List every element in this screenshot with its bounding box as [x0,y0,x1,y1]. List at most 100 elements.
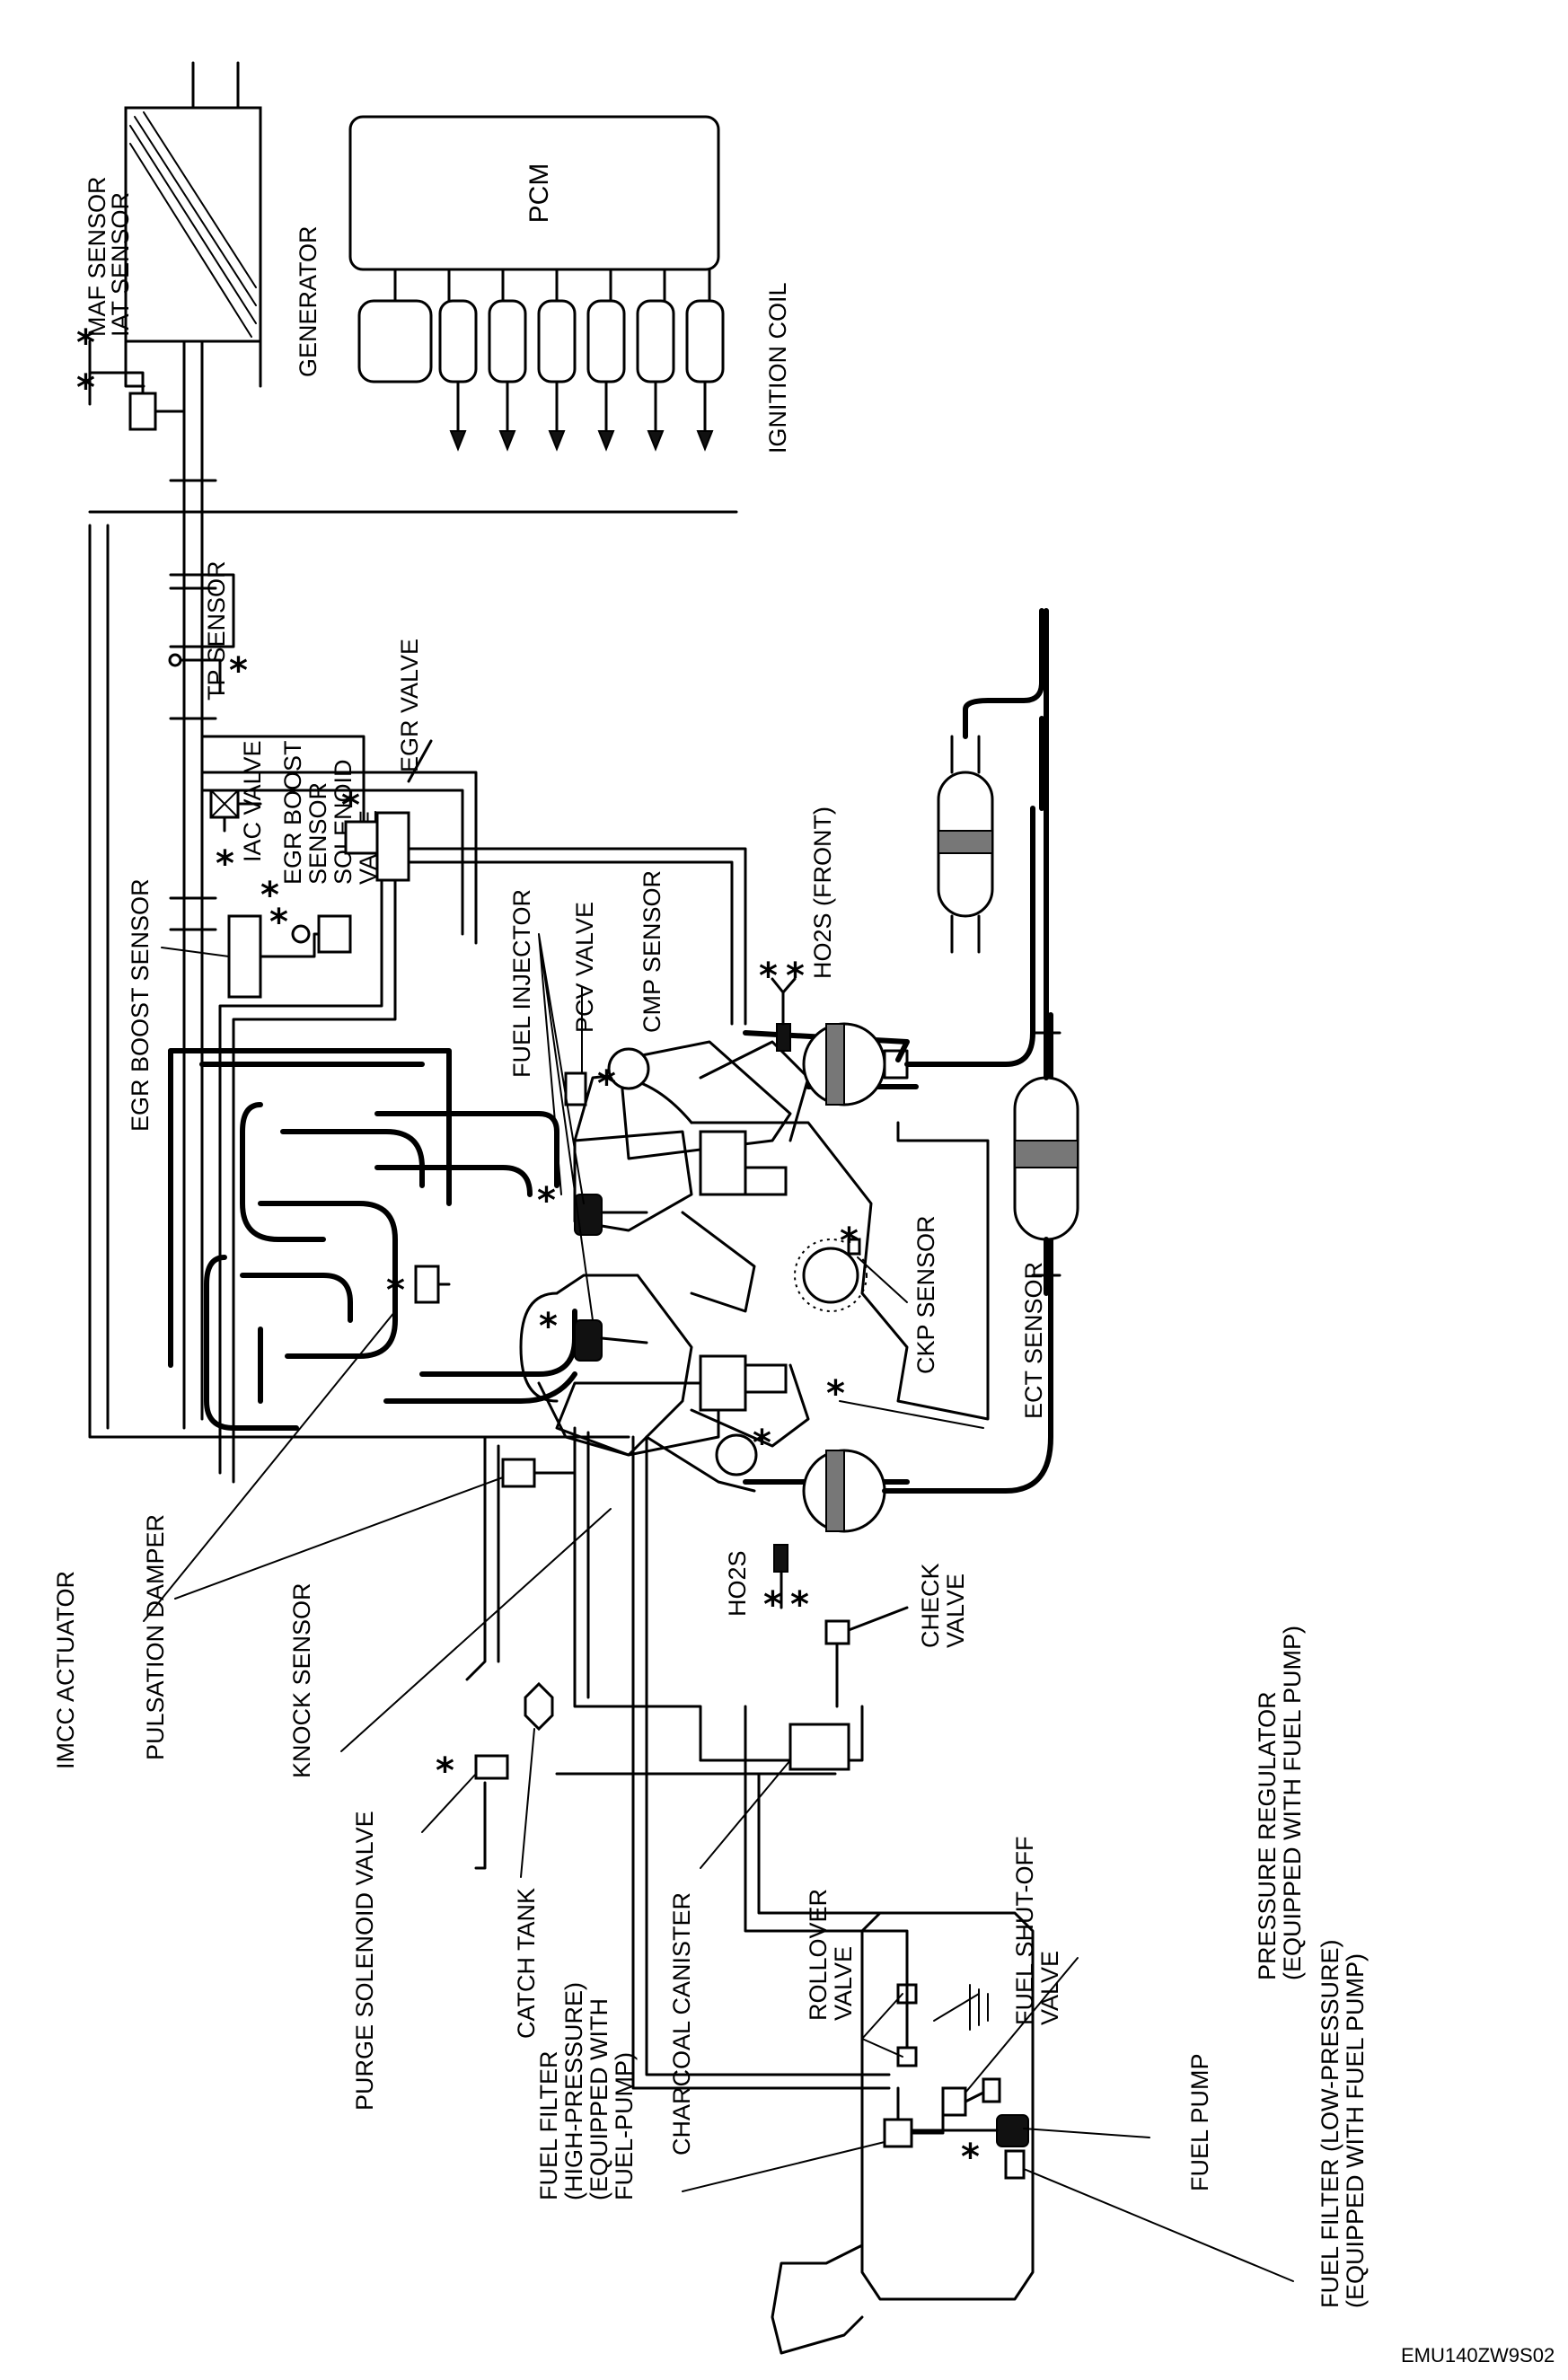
maf-star-2: * [76,367,95,409]
charcoal-canister [788,1723,850,1771]
rollover-leader [861,1993,903,2058]
fuel-filter-high-label-3: (EQUIPPED WITH [586,1998,612,2200]
fuel-pump-leader [1023,2128,1150,2138]
injector-star-2: * [539,1306,558,1347]
ckp-star: * [840,1221,859,1262]
pcv-valve-label: PCV VALVE [571,902,598,1033]
ho2s-front-star-2: * [786,956,805,997]
check-valve [824,1606,909,1708]
fuel-injector-leaders [538,933,594,1321]
fuel-filter-high [883,2086,945,2148]
vacuum-hoses [88,510,747,1484]
pcm-box [348,115,720,271]
cmp-star: * [597,1063,616,1105]
egr-boost-solenoid-label-1: EGR BOOST [279,740,306,885]
pressure-regulator-leader [965,1957,1079,2094]
exhaust-front [743,608,1044,1106]
maf-star-1: * [76,322,95,364]
ho2s-label: HO2S [724,1550,751,1617]
purge-solenoid-label: PURGE SOLENOID VALVE [351,1811,378,2111]
imcc-actuator-label: IMCC ACTUATOR [52,1571,79,1769]
rollover-valves [896,1938,918,2067]
egr-boost-star-1: * [260,875,279,916]
purge-star: * [436,1750,454,1792]
generator-label: GENERATOR [295,225,322,377]
fuel-pump-label: FUEL PUMP [1186,2053,1213,2191]
egr-boost-star-2: * [269,902,288,943]
generator-box [357,299,433,383]
ho2s-rear-sensor [773,1544,788,1609]
pulsation-damper [501,1458,577,1488]
egr-boost-sensor [227,914,352,999]
ho2s-front-sensor [771,977,797,1052]
purge-leader [421,1773,477,1833]
ect-leader [839,1400,984,1429]
intake-manifold [168,1048,577,1431]
crankshaft [794,1238,868,1312]
catch-tank-leader [520,1728,535,1878]
fuel-filter-low-label-1: FUEL FILTER (LOW-PRESSURE) [1317,1939,1343,2308]
figure-code: EMU140ZW9S02 [1401,2344,1555,2367]
charcoal-canister-label: CHARCOAL CANISTER [668,1892,695,2155]
imcc-leader [143,1310,396,1622]
fuel-injector-label: FUEL INJECTOR [508,889,535,1078]
maf-sensor-label: MAF SENSOR [84,176,110,337]
pressure-regulator-label-2: (EQUIPPED WITH FUEL PUMP) [1279,1626,1306,1980]
pcm-label: PCM [524,163,554,224]
fuel-shutoff-label-2: VALVE [1036,1951,1063,2025]
imcc-actuator [414,1265,451,1304]
egr-boost-solenoid-label-2: SENSOR [304,782,331,885]
ect-star: * [826,1373,845,1415]
fuel-pump-star: * [961,2137,980,2178]
catch-tank [524,1681,554,1732]
ect-sensor-label: ECT SENSOR [1020,1262,1047,1419]
duct-clamps [169,479,217,931]
ho2s-front-star-1: * [759,956,778,997]
cylinder-head-rear [555,1354,788,1476]
knock-sensor-label: KNOCK SENSOR [288,1582,315,1778]
ho2s-rear-star-1: * [763,1584,782,1626]
knock-star: * [753,1423,771,1464]
egr-solenoid-star: * [341,785,360,826]
check-valve-label-2: VALVE [942,1573,969,1648]
pulsation-leader [174,1476,504,1600]
fuel-pump [910,2114,1029,2180]
injectors [564,1071,648,1362]
tp-star: * [229,650,248,692]
fuel-filter-low-leader [1023,2168,1294,2282]
purge-solenoid-valve [474,1754,509,1780]
fuel-shutoff-leader [933,1993,980,2022]
iac-valve-label: IAC VALVE [239,740,266,862]
ignition-coil-label: IGNITION COIL [764,282,791,454]
imcc-star: * [386,1270,405,1311]
ho2s-rear-star-2: * [790,1584,809,1626]
ignition-coils [438,299,725,452]
knock-leader [340,1508,612,1752]
canister-leader [700,1759,791,1869]
iat-sensor-label: IAT SENSOR [107,192,134,337]
ho2s-front-label: HO2S (FRONT) [809,807,836,979]
egr-boost-sensor-label: EGR BOOST SENSOR [127,878,154,1132]
ckp-leader [857,1256,908,1303]
fuel-shutoff-label-1: FUEL SHUT-OFF [1011,1836,1038,2025]
catch-tank-label: CATCH TANK [513,1888,540,2039]
pressure-regulator-label-1: PRESSURE REGULATOR [1254,1691,1281,1980]
fuel-filter-high-label-1: FUEL FILTER [535,2050,562,2200]
throttle-body [168,573,235,693]
ckp-sensor-label: CKP SENSOR [912,1215,939,1374]
egr-valve [344,739,433,882]
engine-block [519,1040,990,1493]
cmp-sensor-label: CMP SENSOR [639,870,665,1033]
egr-boost-leader [161,947,230,957]
fuel-filter-high-label-2: (HIGH-PRESSURE) [560,1982,587,2200]
intake-duct [124,61,262,1430]
fuel-filter-high-label-4: FUEL-PUMP) [611,2052,638,2200]
fuel-filter-high-leader [682,2141,885,2192]
fuel-evap-lines [465,1426,909,2090]
exhaust-rear [743,608,1079,1533]
pcm-wires [393,268,711,303]
check-valve-label-1: CHECK [917,1563,944,1648]
tp-sensor-label: TP SENSOR [203,560,230,701]
